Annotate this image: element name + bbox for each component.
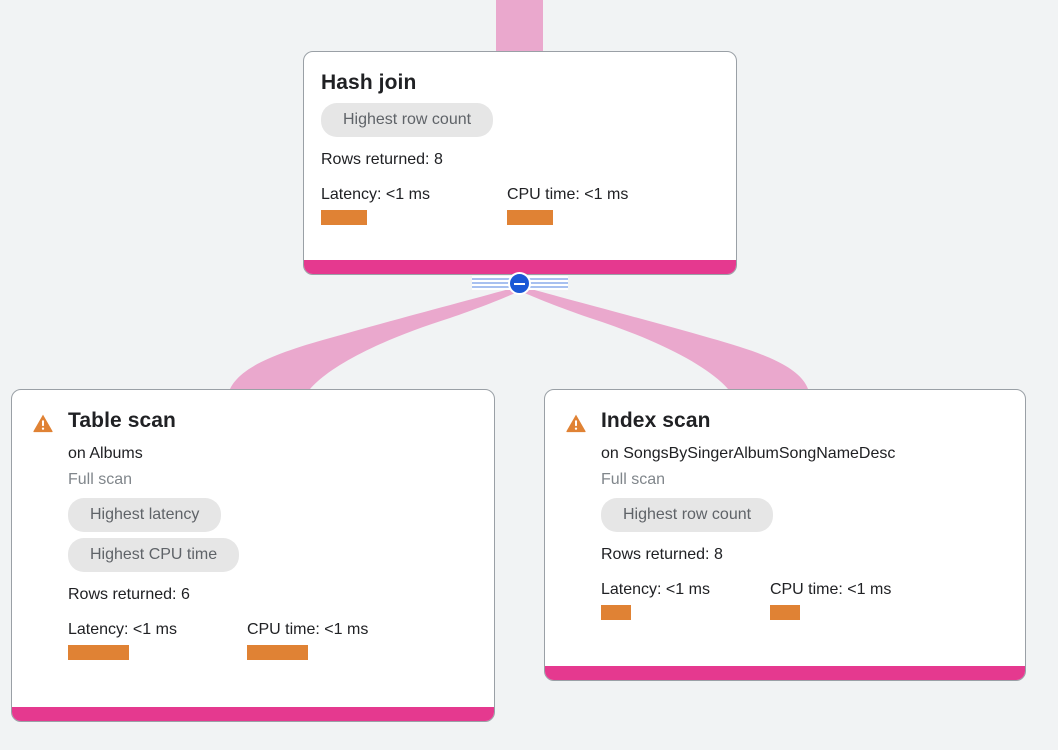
node-footer-bar (545, 666, 1025, 680)
node-metrics: Latency: <1 ms CPU time: <1 ms (601, 580, 1005, 620)
metric-cpu-time-label: CPU time: <1 ms (246, 621, 369, 638)
node-footer-bar (12, 707, 494, 721)
metric-cpu-time: CPU time: <1 ms (246, 620, 369, 660)
node-table-scan-body: Table scan on Albums Full scan Highest l… (12, 390, 494, 674)
metric-cpu-time-bar (769, 605, 800, 620)
node-subtitle: on Albums (68, 445, 143, 462)
rows-returned: Rows returned: 6 (68, 586, 190, 603)
metric-latency-label: Latency: <1 ms (601, 581, 710, 598)
metric-latency: Latency: <1 ms (601, 580, 710, 620)
node-table-scan[interactable]: Table scan on Albums Full scan Highest l… (11, 389, 495, 722)
chip-highest-cpu-time: Highest CPU time (68, 538, 240, 572)
node-chips: Highest row count (321, 103, 716, 143)
node-metrics: Latency: <1 ms CPU time: <1 ms (321, 185, 716, 225)
metric-latency-bar (601, 605, 631, 620)
node-hash-join-heading: Hash join Highest row count Rows returne… (321, 70, 716, 225)
node-subtitle: on SongsBySingerAlbumSongNameDesc (601, 445, 896, 462)
node-metrics: Latency: <1 ms CPU time: <1 ms (68, 620, 474, 660)
chip-highest-latency: Highest latency (68, 498, 222, 532)
edge-hash-join-to-index-scan (520, 287, 808, 389)
metric-latency: Latency: <1 ms (321, 185, 430, 225)
metric-latency-label: Latency: <1 ms (321, 186, 430, 203)
rows-returned: Rows returned: 8 (321, 151, 443, 168)
metric-cpu-time-label: CPU time: <1 ms (506, 186, 629, 203)
metric-cpu-time-bar (246, 645, 308, 660)
node-index-scan-body: Index scan on SongsBySingerAlbumSongName… (545, 390, 1025, 634)
node-title: Table scan (68, 409, 176, 432)
node-footer-bar (304, 260, 736, 274)
collapse-toggle-button[interactable] (472, 272, 568, 295)
node-title: Index scan (601, 409, 711, 432)
node-chips: Highest latency Highest CPU time (68, 498, 474, 578)
edge-hash-join-to-table-scan (230, 287, 520, 389)
node-chips: Highest row count (601, 498, 1005, 538)
node-title: Hash join (321, 71, 417, 94)
node-hash-join-body: Hash join Highest row count Rows returne… (304, 52, 736, 239)
metric-cpu-time: CPU time: <1 ms (506, 185, 629, 225)
metric-latency: Latency: <1 ms (68, 620, 177, 660)
minus-glyph (514, 283, 525, 285)
node-table-scan-heading: Table scan on Albums Full scan Highest l… (68, 408, 474, 660)
node-index-scan-header: Index scan on SongsBySingerAlbumSongName… (565, 408, 1005, 620)
node-hash-join[interactable]: Hash join Highest row count Rows returne… (303, 51, 737, 275)
chip-highest-row-count: Highest row count (601, 498, 774, 532)
metric-latency-bar (321, 210, 367, 225)
warning-icon (33, 414, 53, 433)
rows-returned: Rows returned: 8 (601, 546, 723, 563)
node-index-scan-heading: Index scan on SongsBySingerAlbumSongName… (601, 408, 1005, 620)
metric-latency-bar (68, 645, 129, 660)
chip-highest-row-count: Highest row count (321, 103, 494, 137)
minus-circle-icon[interactable] (508, 272, 531, 295)
node-index-scan[interactable]: Index scan on SongsBySingerAlbumSongName… (544, 389, 1026, 681)
warning-icon (566, 414, 586, 433)
metric-cpu-time-bar (506, 210, 553, 225)
metric-cpu-time-label: CPU time: <1 ms (769, 581, 892, 598)
node-scan-type: Full scan (601, 471, 666, 488)
edge-parent-to-hash-join (496, 0, 543, 52)
metric-cpu-time: CPU time: <1 ms (769, 580, 892, 620)
node-scan-type: Full scan (68, 471, 133, 488)
metric-latency-label: Latency: <1 ms (68, 621, 177, 638)
node-table-scan-header: Table scan on Albums Full scan Highest l… (32, 408, 474, 660)
node-hash-join-header: Hash join Highest row count Rows returne… (321, 70, 716, 225)
